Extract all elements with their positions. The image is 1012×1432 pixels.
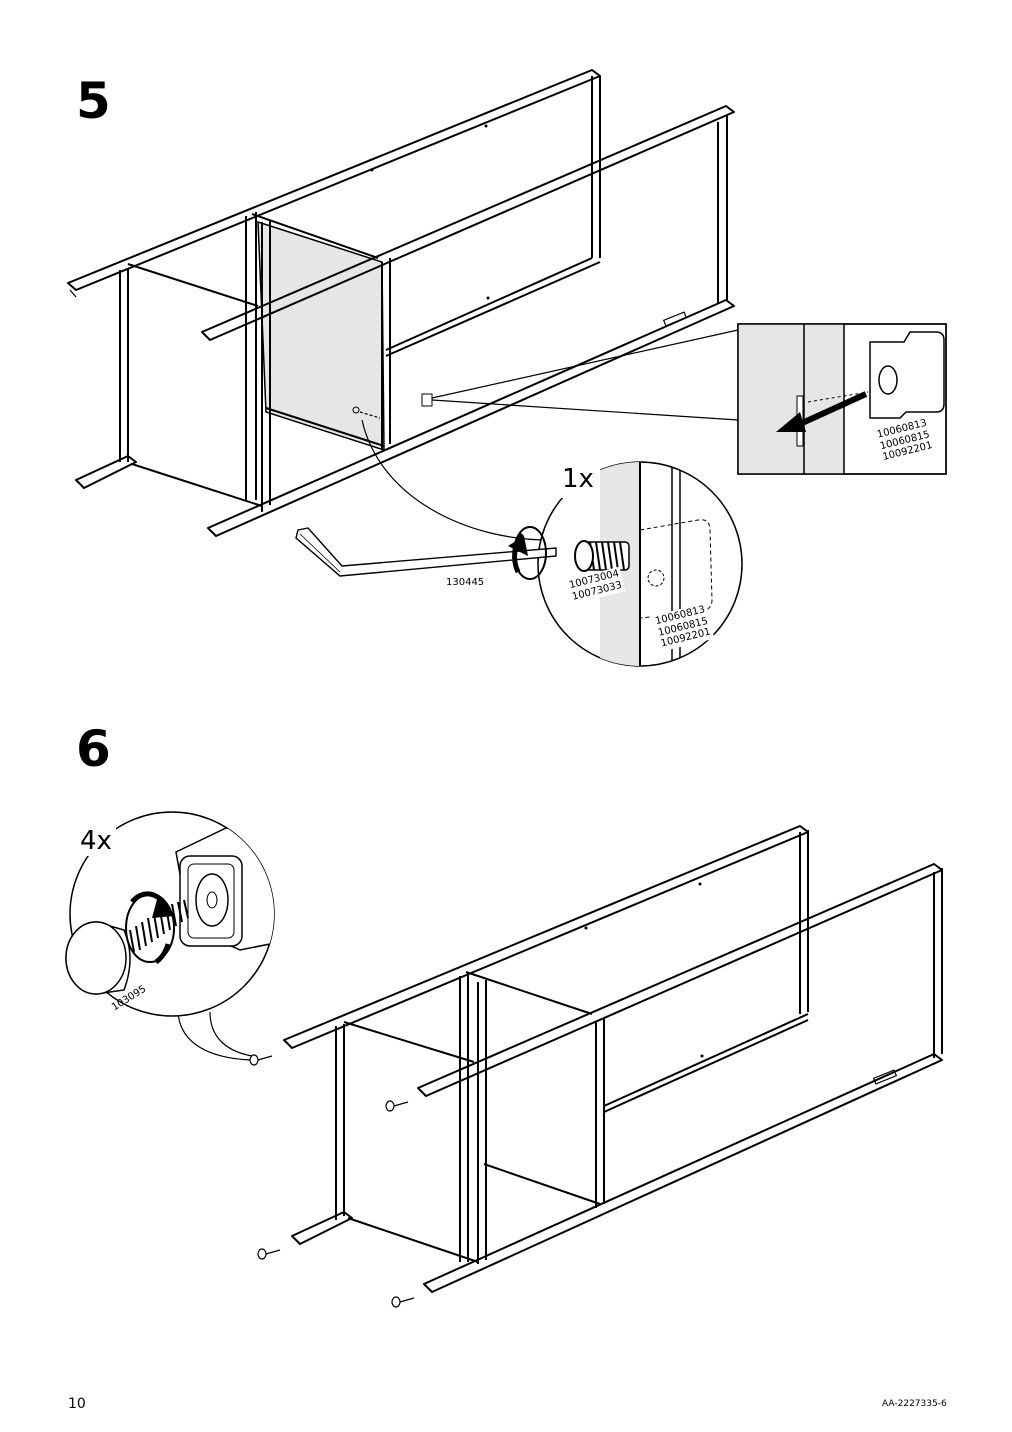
step-number: 6 <box>76 720 111 778</box>
quantity-label: 4x <box>80 826 112 856</box>
detail-box-plate <box>737 323 947 475</box>
page-number: 10 <box>68 1396 86 1412</box>
step6-frame <box>249 825 943 1308</box>
insert-arrow-icon <box>776 391 868 432</box>
allen-key <box>295 527 557 577</box>
step5-frame <box>67 69 735 537</box>
part-number: 130445 <box>446 577 485 588</box>
rotate-arrow-icon <box>125 891 175 965</box>
step-number: 5 <box>76 72 111 130</box>
document-code: AA-2227335-6 <box>882 1399 947 1409</box>
rotate-arrow-icon <box>508 526 547 580</box>
quantity-label: 1x <box>562 464 594 494</box>
